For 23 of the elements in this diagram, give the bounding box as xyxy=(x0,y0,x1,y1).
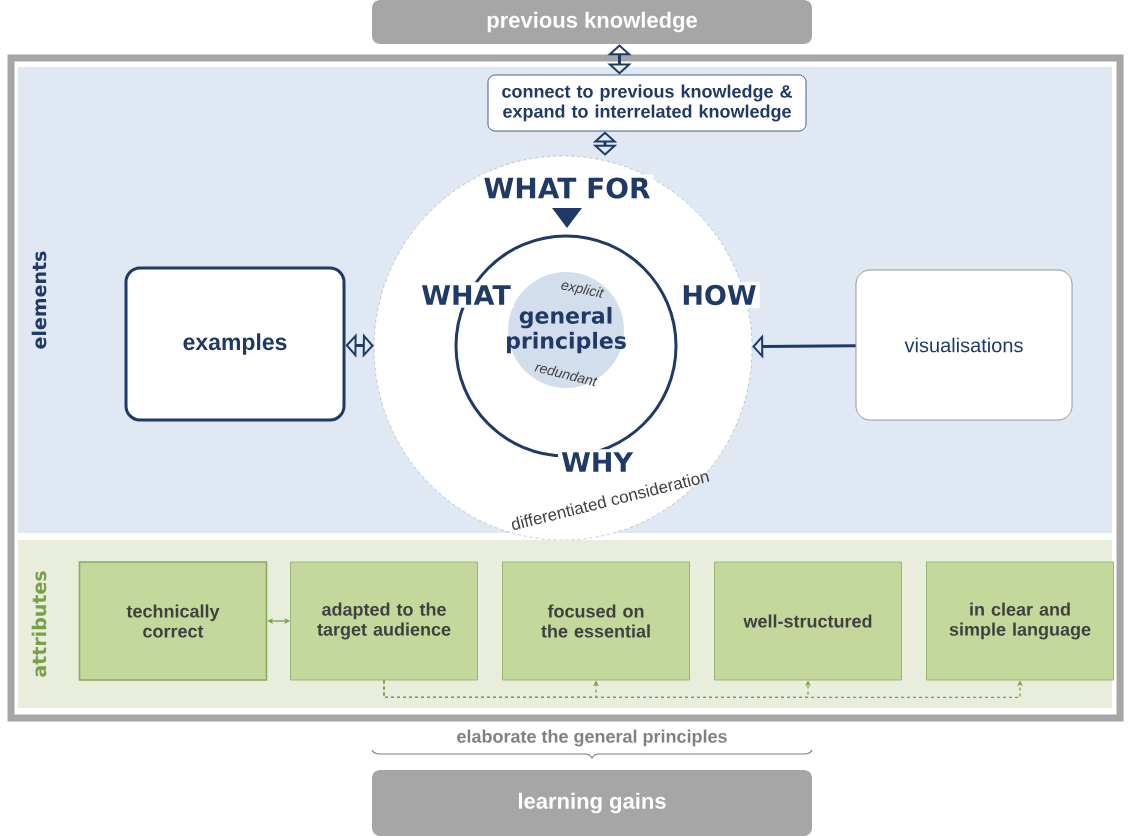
attribute-box: technically correct xyxy=(78,561,268,681)
element-box: visualisations xyxy=(855,269,1073,421)
band-heading: elements xyxy=(31,251,47,349)
attribute-box: adapted to the target audience xyxy=(290,561,478,681)
principles-text: general principles xyxy=(507,306,626,354)
element-box: examples xyxy=(124,266,346,422)
arrow xyxy=(345,333,374,358)
question-word: WHAT xyxy=(418,282,514,308)
arrow xyxy=(607,44,632,75)
question-word: WHY xyxy=(558,449,636,475)
band-heading: attributes xyxy=(31,571,47,677)
text-box: connect to previous knowledge & expand to interrelated knowledge xyxy=(487,74,807,132)
attribute-box: well-structured xyxy=(714,561,902,681)
band-box: previous knowledge xyxy=(372,0,812,44)
side-word: explicit xyxy=(561,282,605,298)
arrow xyxy=(592,131,618,156)
attribute-box: in clear and simple language xyxy=(926,561,1114,681)
brace-caption: elaborate the general principles xyxy=(457,729,727,747)
question-word: HOW xyxy=(678,281,760,309)
side-word: redundant xyxy=(534,364,598,387)
question-word: WHAT FOR xyxy=(480,174,654,202)
attribute-box: focused on the essential xyxy=(502,561,690,681)
band-box: learning gains xyxy=(372,770,812,836)
